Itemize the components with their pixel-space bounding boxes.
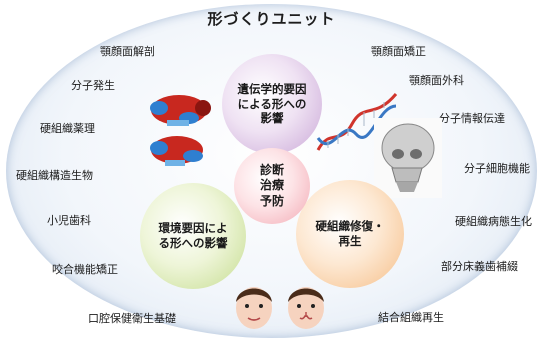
label-right-1: 顎顔面矯正: [371, 45, 426, 58]
label-right-7: 結合組織再生: [378, 311, 444, 324]
genetic-factors-label: 遺伝学的要因による形への影響: [237, 81, 307, 126]
label-right-2: 顎顔面外科: [409, 74, 464, 87]
environmental-factors-label: 環境要因による形への影響: [158, 221, 228, 250]
label-left-2: 分子発生: [71, 79, 115, 92]
hard-tissue-circle: 硬組織修復・再生: [296, 180, 404, 288]
label-left-6: 咬合機能矯正: [52, 263, 118, 276]
center-circle: 診断治療予防: [234, 148, 310, 224]
label-right-6: 部分床義歯補綴: [441, 260, 518, 273]
genetic-factors-circle: 遺伝学的要因による形への影響: [222, 54, 322, 154]
center-label: 診断治療予防: [259, 162, 284, 208]
label-right-3: 分子情報伝達: [439, 112, 505, 125]
label-left-5: 小児歯科: [47, 214, 91, 227]
environmental-factors-circle: 環境要因による形への影響: [140, 183, 246, 289]
label-right-4: 分子細胞機能: [464, 162, 530, 175]
unit-title: 形づくりユニット: [207, 10, 336, 28]
hard-tissue-label: 硬組織修復・再生: [315, 219, 385, 248]
skull-3d-scan-icon: [150, 95, 211, 166]
child-face-normal-icon: [236, 287, 272, 329]
label-left-4: 硬組織構造生物: [16, 169, 93, 182]
skull-xray-icon: [374, 118, 442, 198]
label-left-1: 顎顔面解剖: [100, 45, 155, 58]
label-right-5: 硬組織病態生化: [455, 215, 532, 228]
label-left-3: 硬組織薬理: [40, 122, 95, 135]
dna-helix-icon: [316, 93, 398, 151]
label-left-7: 口腔保健衛生基礎: [88, 312, 176, 325]
child-face-cleft-lip-icon: [288, 287, 324, 329]
